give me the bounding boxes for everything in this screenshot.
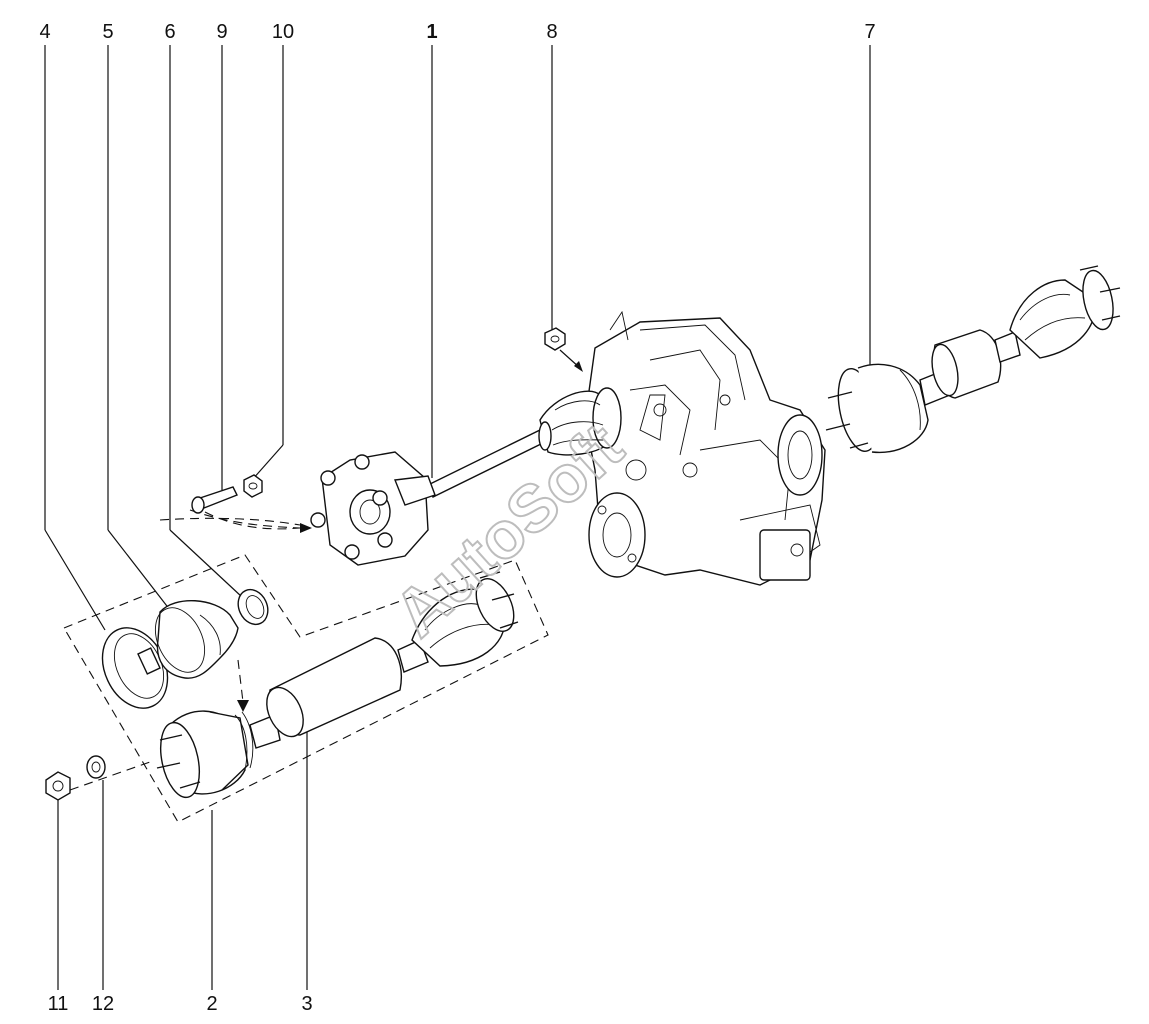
nut-8 bbox=[544, 327, 583, 372]
leader-10b bbox=[251, 444, 284, 481]
callout-12: 12 bbox=[92, 993, 114, 1015]
clamp-6 bbox=[237, 588, 269, 626]
callout-8: 8 bbox=[546, 21, 557, 43]
leader-5b bbox=[107, 529, 171, 611]
leader-4b bbox=[44, 529, 106, 631]
boot-5 bbox=[154, 600, 239, 679]
kit-outline bbox=[63, 509, 549, 823]
install-path-5 bbox=[237, 659, 244, 703]
callout-4: 4 bbox=[39, 21, 50, 43]
callout-10: 10 bbox=[272, 21, 294, 43]
arrow-5 bbox=[237, 700, 249, 712]
install-path-9 bbox=[204, 511, 301, 530]
leader-6b bbox=[169, 529, 243, 598]
nut-10 bbox=[243, 474, 263, 498]
callout-9: 9 bbox=[216, 21, 227, 43]
callout-7: 7 bbox=[864, 21, 875, 43]
callout-11: 11 bbox=[48, 993, 69, 1015]
front-propshaft-1 bbox=[310, 387, 622, 566]
leader-lines bbox=[44, 45, 871, 990]
callout-1: 1 bbox=[426, 21, 437, 43]
transfer-case bbox=[584, 310, 826, 586]
rear-propshaft-2 bbox=[156, 571, 519, 799]
callout-2: 2 bbox=[206, 993, 217, 1015]
arrow-9 bbox=[300, 523, 312, 533]
callout-5: 5 bbox=[102, 21, 113, 43]
bolt-9 bbox=[191, 486, 238, 514]
nut-11 bbox=[45, 771, 71, 801]
propshaft-7 bbox=[825, 265, 1121, 454]
callout-labels: 4 5 6 9 10 1 8 7 11 12 2 3 bbox=[39, 21, 875, 1015]
washer-12 bbox=[86, 755, 106, 779]
callout-6: 6 bbox=[164, 21, 175, 43]
callout-3: 3 bbox=[301, 993, 312, 1015]
